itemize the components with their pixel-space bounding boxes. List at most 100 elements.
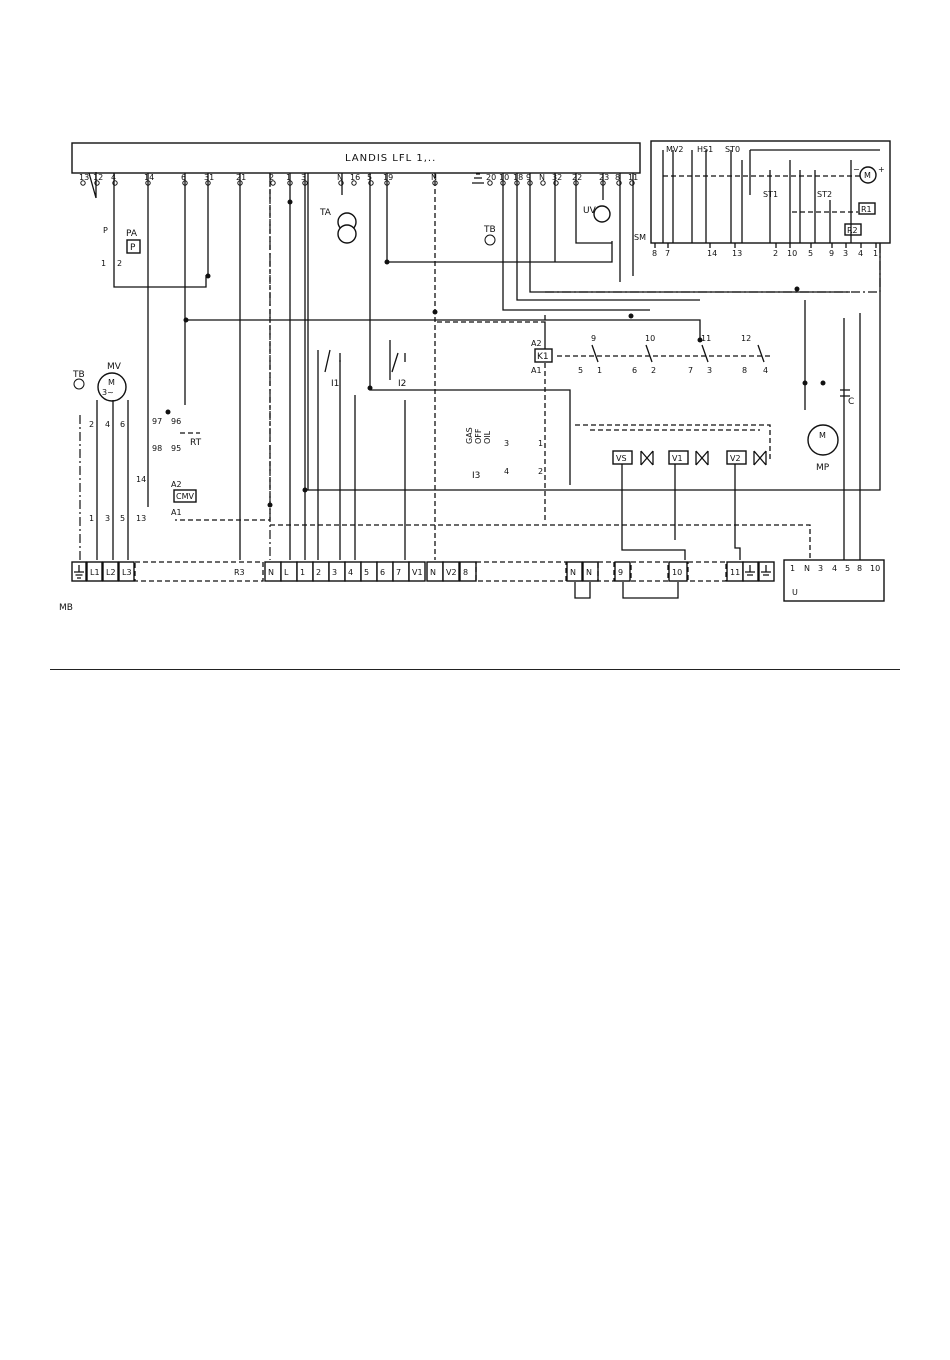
junction-dot (183, 317, 189, 323)
k1-top-number: 10 (645, 334, 655, 343)
controller-terminal-label: 32 (552, 173, 562, 182)
ta-transformer: TA (319, 208, 357, 244)
mv-m: M (108, 378, 115, 387)
controller-terminal-label: 9 (526, 173, 531, 182)
hs1-label: HS1 (697, 145, 713, 154)
mb-label: MB (59, 603, 73, 613)
strip-cell-main-label: 2 (316, 568, 321, 577)
sm-terminal-label: 7 (665, 249, 670, 258)
i3-off: OFF (474, 428, 483, 444)
k1-top-number: 11 (701, 334, 711, 343)
sm-terminal-label: 2 (773, 249, 778, 258)
i3-gas: GAS (465, 427, 474, 444)
k1-right-number: 4 (763, 366, 768, 375)
strip-cell-main-label: 8 (463, 568, 468, 577)
i3-t3: 3 (504, 439, 509, 448)
p-box-label: P (130, 243, 136, 253)
junction-dot (205, 273, 211, 279)
junction-dot (287, 199, 293, 205)
strip-cell-9 (614, 561, 631, 582)
k1-right-number: 3 (707, 366, 712, 375)
cmv-13: 13 (136, 514, 146, 523)
terminal-point (351, 180, 357, 186)
sm-terminal-label: 1 (873, 249, 878, 258)
i1-label: I1 (331, 379, 339, 389)
controller-terminal-label: 20 (486, 173, 496, 182)
strip-cell-main (408, 561, 426, 582)
ground-icon (761, 565, 771, 576)
p-label: P (103, 226, 108, 235)
junction-dot (802, 380, 808, 386)
terminal-point (540, 180, 546, 186)
mp-m: M (819, 431, 826, 440)
mv-top-number: 4 (105, 420, 110, 429)
k1-left-number: 5 (578, 366, 583, 375)
u-box (783, 559, 885, 602)
junction-dot (820, 380, 826, 386)
sm-label: SM (634, 233, 646, 242)
cmv-coil: CMV A2 A1 14 13 (136, 475, 197, 523)
strip-cell-main (442, 561, 460, 582)
k1-left-number: 6 (632, 366, 637, 375)
junction-dot (697, 337, 703, 343)
st2-label: ST2 (817, 190, 832, 199)
u-terminal-label: N (804, 564, 810, 573)
k1-contact (591, 344, 599, 363)
u-terminal-label: 8 (857, 564, 862, 573)
k1-contact (645, 344, 653, 363)
page-divider (50, 669, 900, 670)
controller-title: LANDIS LFL 1,.. (345, 153, 436, 164)
strip-cell-11-label: 11 (730, 568, 740, 577)
sm-terminal-label: 9 (829, 249, 834, 258)
u-terminal-label: 1 (790, 564, 795, 573)
strip-cell-l1-label: L1 (90, 568, 100, 577)
junction-dot (432, 309, 438, 315)
uv-icon (593, 205, 611, 223)
mv-bottom-number: 3 (105, 514, 110, 523)
controller-terminal-label: 13 (79, 173, 89, 182)
rt-label: RT (190, 438, 202, 448)
junction-dot (794, 286, 800, 292)
vs-valve-icon (640, 450, 654, 466)
k1-a1: A1 (531, 366, 542, 375)
pa-label: PA (126, 229, 138, 239)
junction-dot (302, 487, 308, 493)
mp-label: MP (816, 463, 830, 473)
mp-motor-icon (807, 424, 839, 456)
strip-cell-l1 (86, 561, 103, 582)
strip-dashed-span (134, 561, 264, 582)
strip-cell-main-label: 1 (300, 568, 305, 577)
i2-label: I2 (398, 379, 406, 389)
valves: VS V1 V2 (612, 450, 767, 466)
junction-dot (165, 409, 171, 415)
controller-terminal-label: N (431, 173, 437, 182)
strip-cell-n (566, 561, 583, 582)
k1-top-number: 12 (741, 334, 751, 343)
tb-label-right: TB (483, 225, 496, 235)
strip-dashed-span (687, 561, 727, 582)
mv-label: MV (107, 362, 122, 372)
i3-label: I3 (472, 471, 480, 481)
cmv-14: 14 (136, 475, 146, 484)
wiring (79, 172, 881, 560)
strip-cell-main-label: 7 (396, 568, 401, 577)
u-terminal-label: 5 (845, 564, 850, 573)
pressure-switch: P PA P 1 2 (101, 226, 141, 268)
k1-left-number: 8 (742, 366, 747, 375)
rt-98: 98 (152, 444, 162, 453)
terminal-point (270, 180, 276, 186)
k1-label: K1 (537, 352, 549, 362)
i3-t2: 2 (538, 467, 543, 476)
k1-contact (701, 344, 709, 363)
k1-right-number: 1 (597, 366, 602, 375)
strip-cell-l3 (118, 561, 135, 582)
mv-motor-icon (97, 372, 127, 402)
